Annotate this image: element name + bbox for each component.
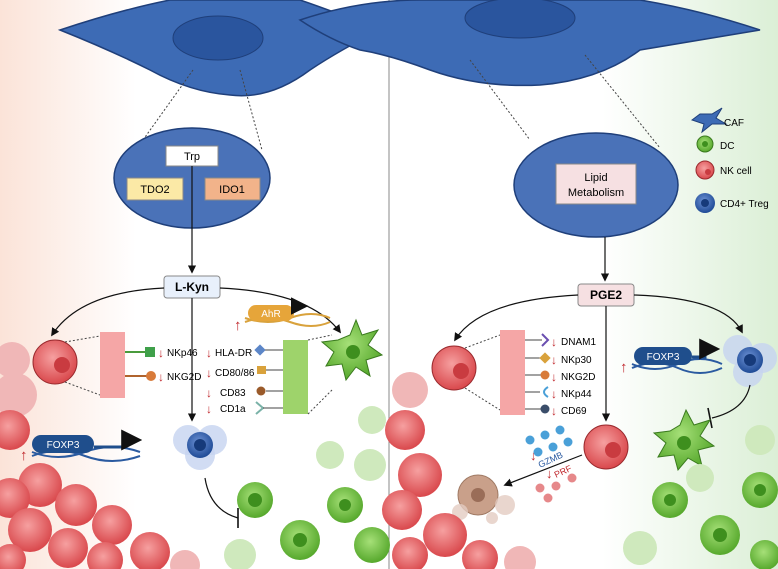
foxp3-left-box bbox=[32, 435, 94, 453]
svg-text:↓: ↓ bbox=[206, 386, 212, 400]
svg-text:↓: ↓ bbox=[530, 448, 537, 463]
lipid-label-line1: Lipid bbox=[584, 172, 607, 184]
pge2-label: PGE2 bbox=[590, 288, 622, 302]
dc-receptor-list: ↓ HLA-DR ↓ CD80/86 ↓ CD83 ↓ CD1a bbox=[206, 344, 283, 416]
granzyme-dots bbox=[525, 425, 577, 503]
trp-label: Trp bbox=[184, 151, 200, 163]
dc-cells-right bbox=[623, 425, 778, 569]
treg-right-icon bbox=[723, 335, 777, 387]
legend-nk-cell-icon bbox=[695, 160, 715, 180]
treg-left-icon bbox=[173, 425, 227, 470]
ido1-label: IDO1 bbox=[219, 184, 245, 196]
dc-left-icon bbox=[320, 318, 384, 382]
nkp46-label: NKp46 bbox=[167, 348, 198, 359]
cd80-86-label: CD80/86 bbox=[215, 368, 255, 379]
svg-text:↓: ↓ bbox=[546, 466, 553, 481]
legend-dc-icon bbox=[696, 135, 714, 153]
svg-text:↓: ↓ bbox=[206, 402, 212, 416]
cd1a-label: CD1a bbox=[220, 404, 246, 415]
svg-text:↑: ↑ bbox=[620, 359, 628, 376]
nkg2d-left-label: NKG2D bbox=[167, 372, 201, 383]
nk-cell-center-icon bbox=[583, 424, 629, 470]
tumor-cells-right bbox=[382, 372, 536, 569]
svg-text:↓: ↓ bbox=[551, 370, 557, 384]
caf-right-icon bbox=[298, 0, 761, 87]
svg-text:↓: ↓ bbox=[206, 346, 212, 360]
dc-cells-left bbox=[224, 406, 390, 569]
caf-left-icon bbox=[57, 0, 382, 97]
legend-caf-label: CAF bbox=[724, 118, 744, 129]
legend-nk-label: NK cell bbox=[720, 166, 752, 177]
foxp3-right-label: FOXP3 bbox=[647, 352, 680, 363]
lkyn-label: L-Kyn bbox=[175, 280, 209, 294]
nk-cell-left-icon bbox=[32, 339, 78, 385]
svg-text:↑: ↑ bbox=[234, 317, 242, 334]
nk-receptor-list-right: ↓ DNAM1 ↓ NKp30 ↓ NKG2D ↓ NKp44 ↓ CD69 bbox=[525, 333, 596, 418]
legend-dc-label: DC bbox=[720, 141, 734, 152]
dnam1-label: DNAM1 bbox=[561, 337, 596, 348]
ahr-box bbox=[248, 305, 294, 321]
svg-text:↓: ↓ bbox=[551, 404, 557, 418]
dc-right-icon bbox=[652, 408, 716, 472]
tdo2-label: TDO2 bbox=[140, 184, 169, 196]
nk-cell-right-icon bbox=[431, 345, 477, 391]
nkg2d-right-label: NKG2D bbox=[561, 372, 595, 383]
svg-text:↓: ↓ bbox=[551, 387, 557, 401]
ahr-label: AhR bbox=[261, 309, 280, 320]
svg-text:↑: ↑ bbox=[20, 447, 28, 464]
legend-treg-icon bbox=[695, 193, 715, 213]
tumor-cells-left bbox=[0, 342, 200, 569]
cd83-label: CD83 bbox=[220, 388, 246, 399]
nkp44-label: NKp44 bbox=[561, 389, 592, 400]
foxp3-right-box bbox=[634, 347, 692, 365]
lipid-label-line2: Metabolism bbox=[568, 187, 624, 199]
legend-treg-label: CD4+ Treg bbox=[720, 199, 769, 210]
svg-text:↓: ↓ bbox=[551, 335, 557, 349]
nkp30-label: NKp30 bbox=[561, 355, 592, 366]
svg-text:↓: ↓ bbox=[206, 366, 212, 380]
legend: CAF DC NK cell CD4+ Treg bbox=[690, 107, 769, 213]
cd69-label: CD69 bbox=[561, 406, 587, 417]
legend-caf-icon bbox=[690, 107, 728, 134]
svg-text:↓: ↓ bbox=[158, 346, 164, 360]
svg-text:↓: ↓ bbox=[551, 353, 557, 367]
svg-text:↓: ↓ bbox=[158, 370, 164, 384]
dying-tumor-cell-icon bbox=[452, 474, 515, 524]
hla-dr-label: HLA-DR bbox=[215, 348, 252, 359]
foxp3-left-label: FOXP3 bbox=[47, 440, 80, 451]
